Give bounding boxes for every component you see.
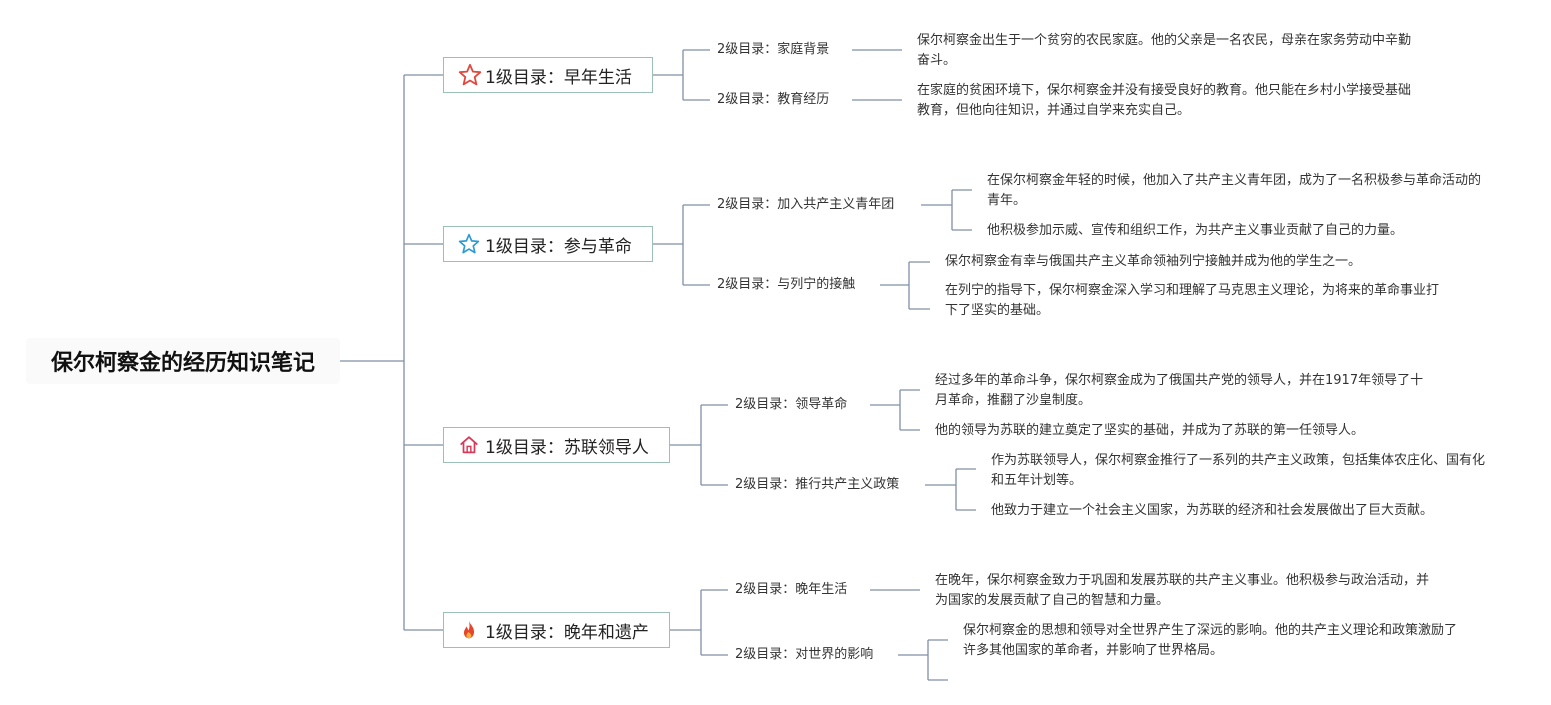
note-policy-2: 他致力于建立一个社会主义国家，为苏联的经济和社会发展做出了巨大贡献。	[991, 503, 1434, 518]
topic-soviet-leader[interactable]: 1级目录：苏联领导人	[443, 427, 670, 463]
subtopic-lead-revolution[interactable]: 2级目录：领导革命	[735, 397, 848, 412]
star-outline-blue-icon	[458, 231, 484, 257]
note-policy-1: 作为苏联领导人，保尔柯察金推行了一系列的共产主义政策，包括集体农庄化、国有化和五…	[991, 453, 1486, 488]
root-title: 保尔柯察金的经历知识笔记	[50, 351, 315, 376]
note-world-influence-1: 保尔柯察金的思想和领导对全世界产生了深远的影响。他的共产主义理论和政策激励了许多…	[963, 623, 1458, 658]
note-later-life: 在晚年，保尔柯察金致力于巩固和发展苏联的共产主义事业。他积极参与政治活动，并为国…	[935, 573, 1430, 608]
star-outline-red-icon	[458, 62, 484, 88]
subtopic-lenin-contact[interactable]: 2级目录：与列宁的接触	[717, 277, 856, 292]
fire-icon	[458, 617, 484, 643]
root-topic[interactable]: 保尔柯察金的经历知识笔记	[26, 338, 340, 384]
note-lead-revolution-2: 他的领导为苏联的建立奠定了坚实的基础，并成为了苏联的第一任领导人。	[935, 423, 1365, 438]
note-youth-league-1: 在保尔柯察金年轻的时候，他加入了共产主义青年团，成为了一名积极参与革命活动的青年…	[987, 173, 1482, 208]
topic-title: 1级目录：参与革命	[485, 236, 632, 257]
note-lenin-1: 保尔柯察金有幸与俄国共产主义革命领袖列宁接触并成为他的学生之一。	[945, 254, 1362, 269]
subtopic-family-background[interactable]: 2级目录：家庭背景	[717, 42, 830, 57]
subtopic-later-life[interactable]: 2级目录：晚年生活	[735, 582, 848, 597]
note-youth-league-2: 他积极参加示威、宣传和组织工作，为共产主义事业贡献了自己的力量。	[987, 223, 1404, 238]
subtopic-world-influence[interactable]: 2级目录：对世界的影响	[735, 647, 874, 662]
subtopic-education[interactable]: 2级目录：教育经历	[717, 92, 830, 107]
topic-title: 1级目录：晚年和遗产	[485, 622, 649, 643]
topic-later-years[interactable]: 1级目录：晚年和遗产	[443, 612, 670, 648]
note-lenin-2: 在列宁的指导下，保尔柯察金深入学习和理解了马克思主义理论，为将来的革命事业打下了…	[945, 283, 1440, 318]
subtopic-youth-league[interactable]: 2级目录：加入共产主义青年团	[717, 197, 895, 212]
topic-revolution[interactable]: 1级目录：参与革命	[443, 226, 653, 262]
topic-title: 1级目录：苏联领导人	[485, 437, 649, 458]
topic-title: 1级目录：早年生活	[485, 67, 632, 88]
topic-early-life[interactable]: 1级目录：早年生活	[443, 57, 653, 93]
note-family-background: 保尔柯察金出生于一个贫穷的农民家庭。他的父亲是一名农民，母亲在家务劳动中辛勤奋斗…	[917, 33, 1412, 68]
subtopic-communist-policy[interactable]: 2级目录：推行共产主义政策	[735, 477, 900, 492]
note-education: 在家庭的贫困环境下，保尔柯察金并没有接受良好的教育。他只能在乡村小学接受基础教育…	[917, 83, 1412, 118]
house-icon	[458, 432, 484, 458]
note-lead-revolution-1: 经过多年的革命斗争，保尔柯察金成为了俄国共产党的领导人，并在1917年领导了十月…	[935, 373, 1424, 408]
